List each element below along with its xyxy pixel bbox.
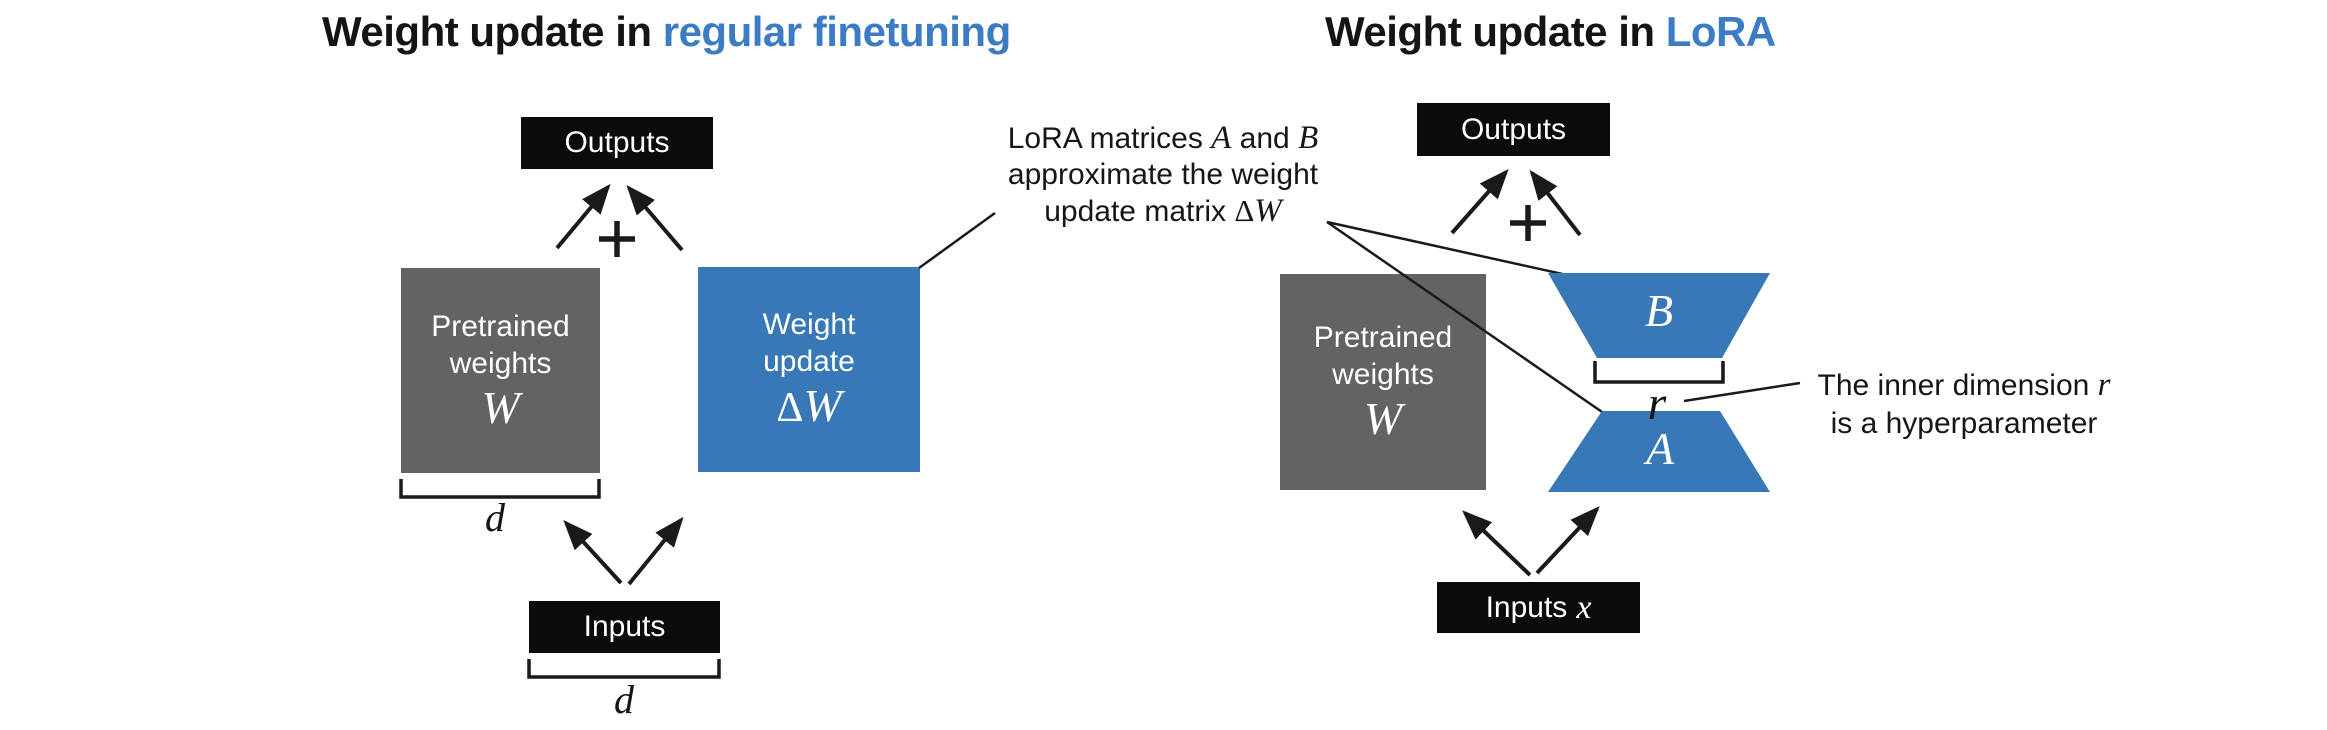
annotation-r-line1: The inner dimension r bbox=[1788, 366, 2140, 405]
matrix-a-label: A bbox=[1645, 423, 1675, 474]
annotation-ab-line3: update matrix ΔW bbox=[958, 193, 1368, 230]
leader-annotation-to-matrix-b bbox=[1326, 220, 1586, 281]
left-inputs-box: Inputs bbox=[529, 601, 720, 653]
right-pretrained-line1: Pretrained bbox=[1313, 321, 1453, 354]
ab-text-update: update matrix bbox=[1044, 195, 1235, 228]
left-arrow-dw-to-outputs bbox=[626, 184, 684, 252]
left-title-accent: regular finetuning bbox=[662, 8, 1012, 55]
left-outputs-label: Outputs bbox=[564, 126, 670, 159]
r-text-pre: The inner dimension bbox=[1817, 369, 2098, 402]
right-pretrained-symbol-w: W bbox=[1363, 393, 1403, 444]
left-inputs-dim-d: d bbox=[614, 677, 634, 722]
left-pretrained-weights-box: Pretrained weights W bbox=[401, 268, 600, 473]
ab-symbol-b: B bbox=[1298, 120, 1319, 156]
annotation-ab-line1: LoRA matrices A and B bbox=[958, 120, 1368, 157]
delta-symbol: Δ bbox=[776, 384, 804, 431]
right-plus-icon bbox=[1510, 205, 1546, 241]
left-arrow-inputs-to-w bbox=[563, 520, 623, 585]
left-weights-dim-d: d bbox=[485, 495, 505, 540]
weight-update-symbol: ΔW bbox=[776, 380, 841, 434]
left-arrow-inputs-to-dw bbox=[627, 516, 684, 586]
inputs-symbol-x: x bbox=[1576, 588, 1592, 626]
r-symbol: r bbox=[2097, 367, 2111, 403]
weight-update-line2: update bbox=[763, 344, 855, 378]
ab-symbol-a: A bbox=[1211, 120, 1232, 156]
left-plus-icon bbox=[599, 221, 635, 257]
ab-symbol-w: W bbox=[1254, 193, 1282, 229]
right-title-accent: LoRA bbox=[1665, 8, 1776, 55]
right-outputs-box: Outputs bbox=[1417, 103, 1610, 156]
ab-text-pre: LoRA matrices bbox=[1007, 122, 1212, 155]
annotation-r-line2: is a hyperparameter bbox=[1830, 407, 2098, 440]
pretrained-symbol-w: W bbox=[481, 381, 520, 433]
ab-symbol-delta: Δ bbox=[1234, 193, 1255, 228]
left-inputs-width-bracket bbox=[527, 659, 721, 679]
right-pretrained-line2: weights bbox=[1332, 358, 1434, 391]
pretrained-line1: Pretrained bbox=[431, 309, 570, 343]
right-arrow-ba-to-outputs bbox=[1529, 169, 1582, 237]
annotation-ab-line2: approximate the weight bbox=[1007, 158, 1319, 191]
annotation-lora-matrices: LoRA matrices A and B approximate the we… bbox=[958, 120, 1368, 230]
pretrained-line2: weights bbox=[449, 346, 552, 380]
right-inputs-label: Inputs bbox=[1485, 590, 1568, 624]
left-inputs-label: Inputs bbox=[583, 610, 666, 643]
annotation-inner-dimension: The inner dimension r is a hyperparamete… bbox=[1788, 366, 2140, 443]
right-outputs-label: Outputs bbox=[1460, 112, 1567, 146]
right-panel-title: Weight update in LoRA bbox=[1325, 8, 1776, 56]
left-panel-title: Weight update in regular finetuning bbox=[322, 8, 1011, 56]
left-weight-update-box: Weight update ΔW bbox=[698, 267, 920, 472]
left-title-prefix: Weight update in bbox=[322, 8, 663, 55]
right-arrow-w-to-outputs bbox=[1450, 169, 1509, 235]
leader-r-to-annotation bbox=[1683, 381, 1801, 403]
left-arrow-w-to-outputs bbox=[555, 183, 611, 250]
left-outputs-box: Outputs bbox=[521, 117, 713, 169]
right-title-prefix: Weight update in bbox=[1325, 8, 1666, 55]
weight-update-line1: Weight bbox=[762, 307, 856, 341]
ab-text-and: and bbox=[1231, 122, 1299, 155]
right-arrow-inputs-to-w bbox=[1462, 510, 1532, 577]
right-pretrained-weights-box: Pretrained weights W bbox=[1280, 274, 1486, 490]
matrix-b-label: B bbox=[1644, 285, 1674, 336]
w-symbol: W bbox=[803, 379, 842, 431]
right-arrow-inputs-to-a bbox=[1535, 506, 1600, 575]
